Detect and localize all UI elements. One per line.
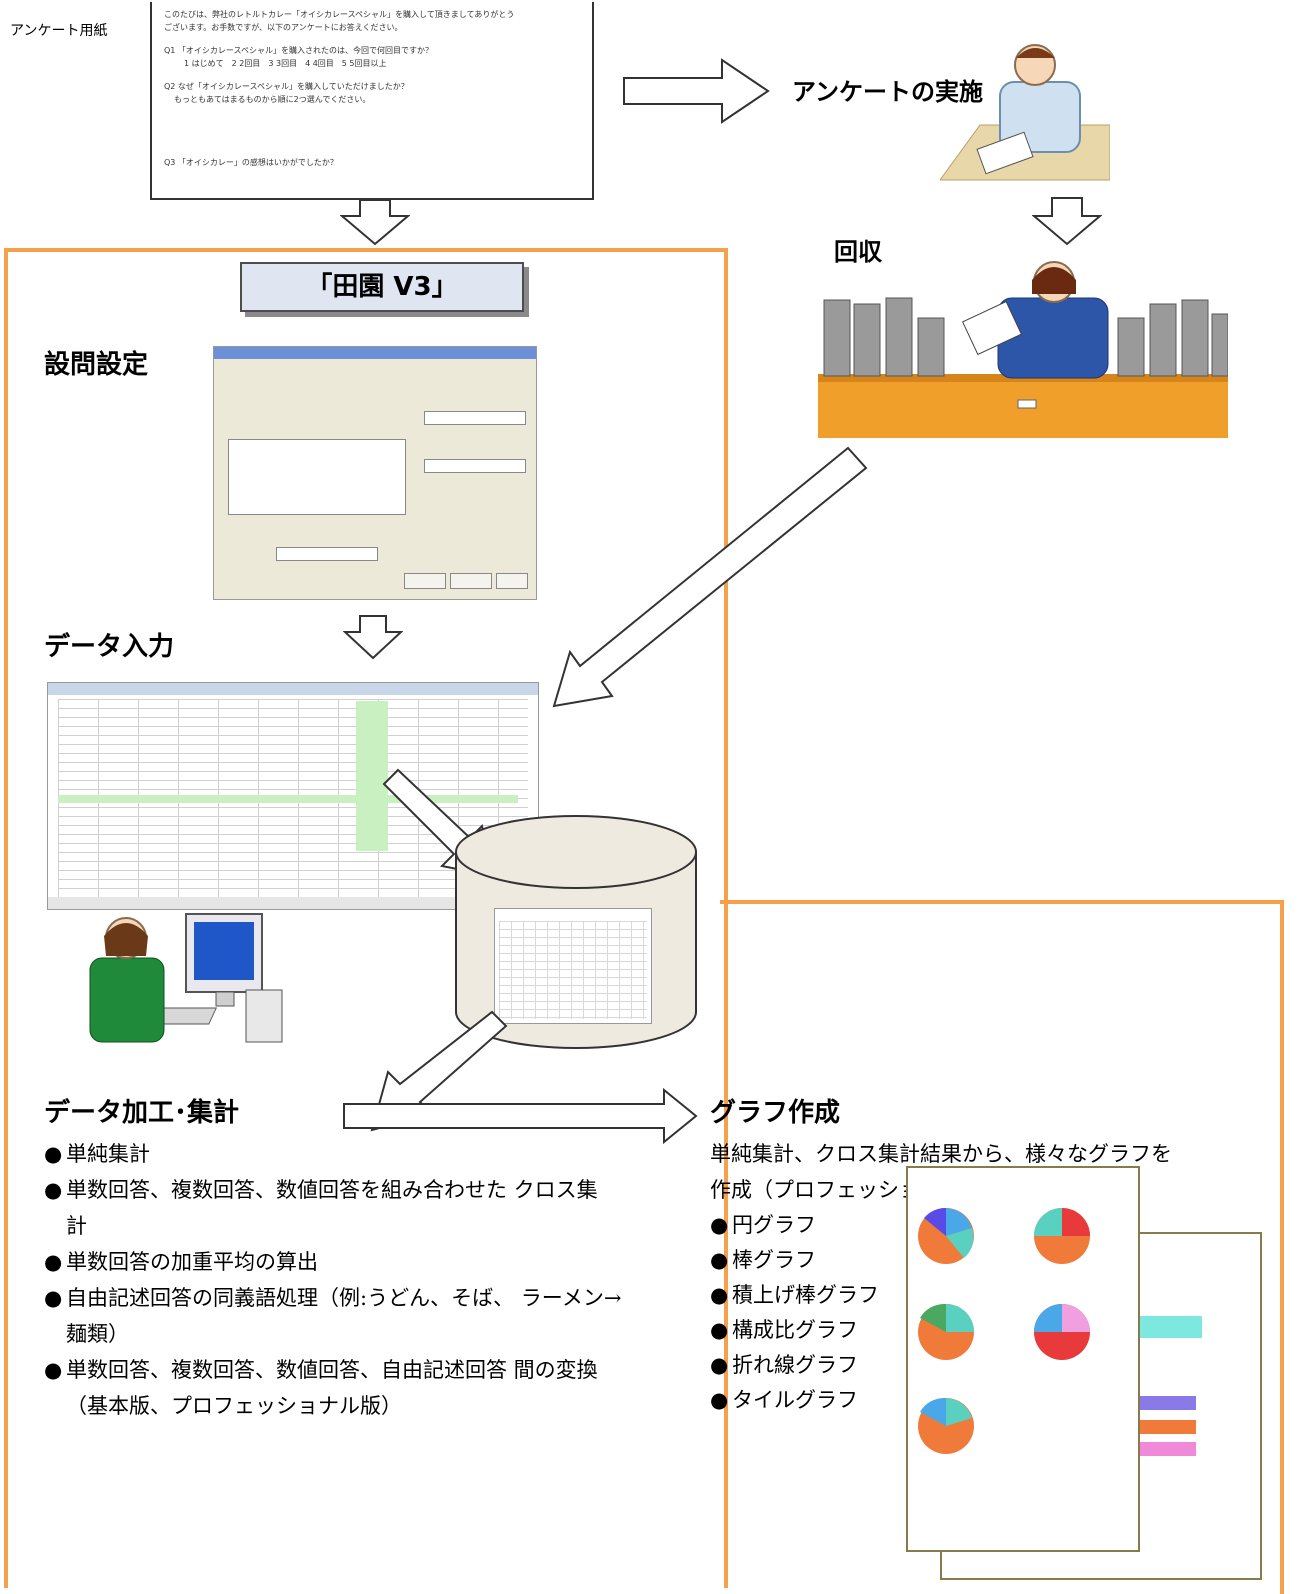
arrow-down-icon — [343, 615, 403, 660]
sheet-tabs — [48, 897, 538, 909]
software-frame-upper — [4, 248, 728, 1588]
pie-chart-thumbnail — [918, 1397, 974, 1454]
screenshot-grid — [499, 921, 647, 1019]
graph-type-list: 円グラフ 棒グラフ 積上げ棒グラフ 構成比グラフ 折れ線グラフ タイルグラフ — [710, 1208, 930, 1418]
arrow-diagonal-icon — [552, 446, 868, 708]
processing-item: 自由記述回答の同義語処理（例:うどん、そば、 ラーメン→麺類） — [44, 1280, 626, 1352]
graph-type-item: 積上げ棒グラフ — [710, 1278, 930, 1313]
dialog-button — [496, 573, 528, 589]
data-entry-spreadsheet — [47, 682, 539, 910]
database-screenshot — [494, 908, 652, 1024]
frame-corner-cover — [720, 900, 724, 904]
survey-sheet: このたびは、弊社のレトルトカレー「オイシカレースペシャル」を購入して頂きましてあ… — [150, 2, 594, 200]
collection-illustration — [818, 261, 1228, 438]
processing-item: 単数回答、複数回答、数値回答、自由記述回答 間の変換（基本版、プロフェッショナル… — [44, 1352, 626, 1424]
survey-line: Q2 なぜ「オイシカレースペシャル」を購入していただけましたか？ — [164, 82, 409, 91]
collection-label: 回収 — [834, 238, 882, 266]
survey-line: ございます。お手数ですが、以下のアンケートにお答えください。 — [164, 23, 403, 32]
arrow-right-icon — [343, 1088, 698, 1144]
pie-chart-thumbnail — [918, 1207, 974, 1264]
data-entry-label: データ入力 — [44, 632, 175, 662]
graph-type-item: タイルグラフ — [710, 1383, 930, 1418]
graph-type-item: 構成比グラフ — [710, 1313, 930, 1348]
dialog-field — [424, 459, 526, 473]
person-at-computer-illustration — [89, 913, 283, 1043]
pie-chart-thumbnail — [918, 1303, 974, 1360]
pie-chart-thumbnail — [1034, 1304, 1090, 1360]
survey-sheet-label: アンケート用紙 — [10, 23, 108, 39]
dialog-titlebar — [214, 347, 536, 359]
pie-chart-thumbnail — [1034, 1208, 1090, 1264]
survey-line: 1 はじめて 2 2回目 3 3回目 4 4回目 5 5回目以上 — [184, 59, 387, 68]
arrow-down-icon — [340, 199, 410, 246]
arrow-down-icon — [1032, 197, 1102, 246]
survey-line: Q3 「オイシカレー」の感想はいかがでしたか？ — [164, 158, 338, 167]
dialog-list — [228, 439, 406, 515]
dialog-field — [424, 411, 526, 425]
survey-line: Q1 「オイシカレースペシャル」を購入されたのは、今回で何回目ですか？ — [164, 46, 433, 55]
dialog-button — [450, 573, 492, 589]
sheet-titlebar — [48, 683, 538, 695]
survey-line: もっともあてはまるものから順に2つ選んでください。 — [174, 95, 371, 104]
dialog-button — [404, 573, 446, 589]
processing-list: 単純集計 単数回答、複数回答、数値回答を組み合わせた クロス集計 単数回答の加重… — [44, 1136, 644, 1424]
person-writing-illustration — [940, 44, 1110, 181]
survey-text: このたびは、弊社のレトルトカレー「オイシカレースペシャル」を購入して頂きましてあ… — [164, 8, 584, 169]
dialog-field — [276, 547, 378, 561]
software-title: 「田園 V3」 — [240, 262, 524, 312]
graph-sheet-front — [906, 1166, 1140, 1552]
graph-type-item: 棒グラフ — [710, 1243, 930, 1278]
green-row — [58, 795, 518, 803]
question-setup-dialog — [213, 346, 537, 600]
processing-item: 単数回答の加重平均の算出 — [44, 1244, 644, 1280]
processing-item: 単数回答、複数回答、数値回答を組み合わせた クロス集計 — [44, 1172, 606, 1244]
arrow-right-icon — [623, 58, 770, 124]
processing-item: 単純集計 — [44, 1136, 644, 1172]
implementation-label: アンケートの実施 — [792, 78, 984, 106]
green-column — [356, 701, 388, 851]
processing-label: データ加工･集計 — [44, 1098, 240, 1128]
graph-type-item: 折れ線グラフ — [710, 1348, 930, 1383]
software-frame-lower — [720, 900, 1284, 1594]
question-setup-label: 設問設定 — [44, 350, 149, 380]
graphs-description-line: 単純集計、クロス集計結果から、様々なグラフを — [710, 1142, 1172, 1166]
graphs-label: グラフ作成 — [710, 1098, 841, 1128]
survey-line: このたびは、弊社のレトルトカレー「オイシカレースペシャル」を購入して頂きましてあ… — [164, 10, 515, 19]
graph-type-item: 円グラフ — [710, 1208, 930, 1243]
